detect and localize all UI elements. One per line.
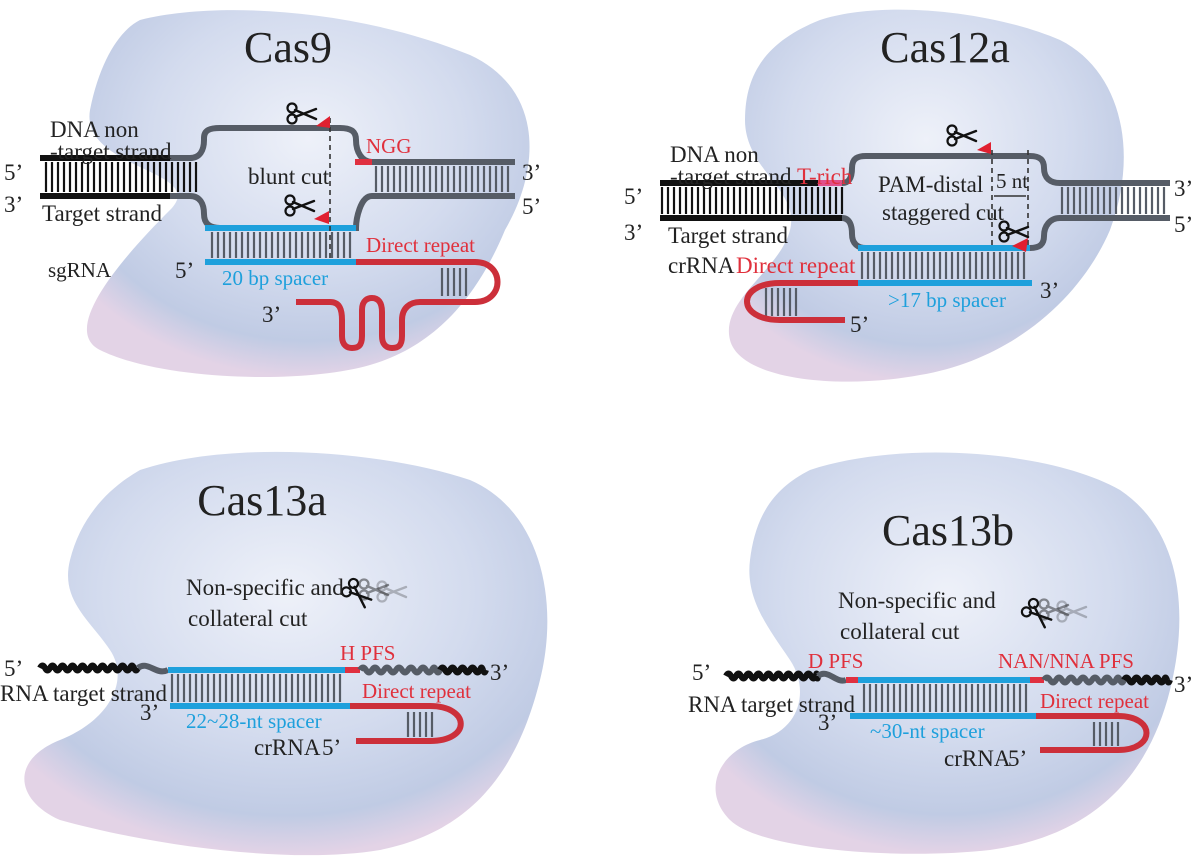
cas13b-panel: Non-specific and collateral cut 5’ 3’ D … (688, 588, 1193, 771)
cas9-repeat-label: Direct repeat (366, 233, 475, 257)
cas13b-spacer-rungs (862, 684, 1028, 712)
cas13b-rna-wave-end (1121, 674, 1173, 686)
cas12a-nontarget-label-1: DNA non (670, 142, 759, 167)
cas13b-protein-blob (715, 452, 1180, 854)
cas13a-rna-target-label: RNA target strand (0, 681, 167, 706)
cas9-panel: DNA non -target strand 5’ 3’ Target stra… (4, 102, 541, 352)
cas12a-crrna-repeat (744, 280, 858, 323)
cas13b-repeat-label: Direct repeat (1040, 689, 1149, 713)
cas9-spacer-label: 20 bp spacer (222, 266, 328, 290)
cas12a-t-3prime: 3’ (624, 220, 643, 245)
cas9-title: Cas9 (244, 23, 332, 72)
cas12a-staggered-label: staggered cut (882, 200, 1005, 225)
cas13b-collateral-label-1: Non-specific and (838, 588, 996, 613)
cas13b-title: Cas13b (882, 506, 1014, 555)
cas9-dna-rungs-right (374, 166, 510, 192)
cas9-sgrna-hairpins (296, 294, 435, 352)
cas13b-crrna-label: crRNA (944, 746, 1011, 771)
cas13b-repeat-rungs (1092, 722, 1120, 746)
cas13b-rna-5prime: 5’ (692, 660, 711, 685)
cas12a-dna-rungs-right (1060, 187, 1166, 214)
cas9-dna-rungs-left (44, 162, 198, 192)
cas9-t-3prime: 3’ (4, 192, 23, 217)
cas9-cut-triangle-top (316, 116, 330, 128)
cas12a-spacer-rungs (860, 252, 1026, 279)
cas13a-rna-link-left (136, 662, 170, 675)
cas13a-spacer-label: 22~28-nt spacer (186, 709, 322, 733)
cas12a-crrna-label: crRNA (668, 253, 735, 278)
cas13a-collateral-label-1: Non-specific and (186, 575, 344, 600)
cas12a-crrna-3prime: 3’ (1040, 278, 1059, 303)
cas13a-rna-wave-right (357, 664, 443, 676)
cas12a-trich-label: T-rich (797, 164, 853, 189)
cas13b-rna-wave-right (1041, 674, 1127, 686)
cas13a-rna-5prime: 5’ (4, 656, 23, 681)
cas9-cut-triangle-bottom (314, 211, 329, 224)
cas12a-repeat-rungs (764, 288, 798, 316)
cas9-repeat-rungs (440, 268, 468, 296)
cas13a-spacer-rungs (170, 674, 342, 702)
cas13b-collateral-label-2: collateral cut (840, 619, 960, 644)
cas12a-title: Cas12a (880, 23, 1010, 72)
cas12a-5nt-label: 5 nt (996, 169, 1028, 193)
cas13b-dpfs-label: D PFS (808, 649, 863, 673)
cas9-nontarget-label-1: DNA non (50, 117, 139, 142)
cas12a-nontarget-label-2: -target strand (670, 164, 792, 189)
cas9-t-5prime: 5’ (522, 194, 541, 219)
cas9-nontarget-label-2: -target strand (50, 139, 172, 164)
cas9-sgrna-label: sgRNA (48, 258, 112, 282)
cas9-spacer-rungs (210, 232, 352, 258)
cas9-sgrna-5prime: 5’ (175, 258, 194, 283)
cas12a-target-label: Target strand (668, 223, 788, 248)
cas13a-rna-3prime: 3’ (490, 660, 509, 685)
cas13b-rna-target-label: RNA target strand (688, 692, 855, 717)
cas13a-crrna-label: crRNA (254, 735, 321, 760)
cas9-pam-label: NGG (366, 134, 412, 158)
cas13b-spacer-label: ~30-nt spacer (870, 719, 985, 743)
cas9-protein-blob (86, 10, 530, 378)
cas13a-rna-wave-end (437, 664, 489, 676)
cas13a-rna-wave-left (37, 662, 141, 674)
cas12a-cut-triangle-top (977, 142, 991, 154)
cas9-sgrna-repeat (356, 259, 501, 305)
cas12a-nt-5prime: 5’ (624, 184, 643, 209)
cas12a-crrna-5prime: 5’ (850, 312, 869, 337)
cas12a-nt-3prime: 3’ (1174, 176, 1193, 201)
cas12a-spacer-label: >17 bp spacer (888, 288, 1006, 312)
cas13a-crrna-3prime: 3’ (140, 700, 159, 725)
cas9-target-label: Target strand (42, 201, 162, 226)
cas13a-crrna-5prime: 5’ (322, 735, 341, 760)
cas12a-panel: DNA non -target strand T-rich 5’ 3’ Targ… (624, 124, 1193, 337)
cas12a-dna-rungs-left (660, 187, 844, 214)
cas12a-pam-distal-label: PAM-distal (878, 172, 983, 197)
cas9-sgrna-3prime: 3’ (262, 302, 281, 327)
cas13a-pfs-label: H PFS (340, 641, 395, 665)
cas9-nontarget-bubble (170, 125, 515, 165)
cas12a-nontarget-bubble (841, 153, 1170, 186)
cas13a-collateral-label-2: collateral cut (188, 606, 308, 631)
cas13b-crrna-repeat (1036, 713, 1150, 753)
cas9-nt-3prime: 3’ (522, 160, 541, 185)
cas13a-panel: Non-specific and collateral cut 5’ 3’ H … (0, 575, 509, 760)
cas13a-repeat-label: Direct repeat (362, 679, 471, 703)
cas9-nt-5prime: 5’ (4, 160, 23, 185)
cas12a-repeat-label: Direct repeat (736, 253, 856, 278)
cas13a-protein-blob (24, 451, 548, 856)
cas13b-crrna-3prime: 3’ (818, 710, 837, 735)
cas9-blunt-label: blunt cut (248, 164, 330, 189)
cas13b-rna-3prime: 3’ (1174, 672, 1193, 697)
cas13b-rna-link-left (816, 670, 848, 684)
cas12a-t-5prime: 5’ (1174, 212, 1193, 237)
cas13b-napfs-label: NAN/NNA PFS (998, 649, 1134, 673)
cas12a-cut-triangle-bottom (1012, 238, 1028, 252)
cas13a-crrna-repeat (350, 703, 464, 744)
cas13b-crrna-5prime: 5’ (1008, 746, 1027, 771)
cas13a-title: Cas13a (197, 476, 327, 525)
cas12a-protein-blob (728, 9, 1124, 382)
cas13b-rna-wave-left (723, 670, 821, 682)
cas13a-repeat-rungs (406, 712, 434, 737)
